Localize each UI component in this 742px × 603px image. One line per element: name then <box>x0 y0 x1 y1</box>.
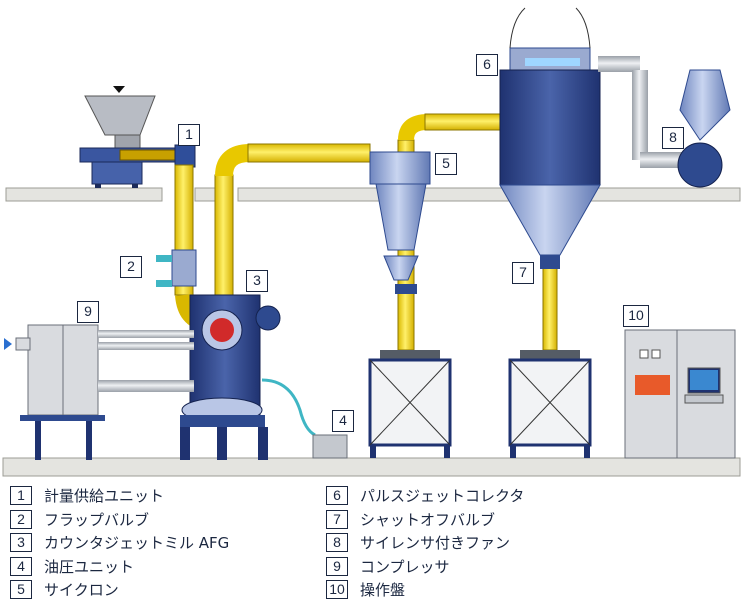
callout-8: 8 <box>662 127 684 149</box>
legend-right: 6 パルスジェットコレクタ 7 シャットオフバルブ 8 サイレンサ付きファン 9 コンプ… <box>326 484 656 602</box>
legend-item: 4 油圧ユニット <box>10 555 340 579</box>
legend-number: 1 <box>10 486 32 506</box>
legend-item: 9 コンプレッサ <box>326 555 656 579</box>
legend-label: 操作盤 <box>360 581 406 600</box>
legend-left: 1 計量供給ユニット 2 フラップバルブ 3 カウンタジェットミル AFG 4 油圧ユニ… <box>10 484 340 602</box>
counter-jet-mill <box>180 294 281 460</box>
legend-number: 10 <box>326 580 348 600</box>
legend-label: カウンタジェットミル AFG <box>44 534 230 553</box>
fan-with-silencer <box>598 56 731 188</box>
hydraulic-unit <box>312 434 348 459</box>
legend-item: 3 カウンタジェットミル AFG <box>10 531 340 555</box>
legend-item: 8 サイレンサ付きファン <box>326 531 656 555</box>
callout-5: 5 <box>435 153 457 175</box>
legend-number: 6 <box>326 486 348 506</box>
legend-label: パルスジェットコレクタ <box>360 487 525 506</box>
product-bin-left <box>368 350 452 458</box>
legend-item: 6 パルスジェットコレクタ <box>326 484 656 508</box>
legend-item: 2 フラップバルブ <box>10 508 340 532</box>
callout-10: 10 <box>623 305 649 327</box>
flap-valve <box>156 249 197 287</box>
callout-7: 7 <box>512 262 534 284</box>
compressor <box>4 324 105 460</box>
pulse-jet-collector <box>499 7 601 269</box>
dosing-feeder-unit <box>79 86 196 188</box>
callout-3: 3 <box>246 270 268 292</box>
legend-number: 3 <box>10 533 32 553</box>
callout-2: 2 <box>120 256 142 278</box>
grey-air-pipes <box>98 330 316 437</box>
control-panel <box>624 329 736 459</box>
legend-label: フラップバルブ <box>44 510 150 529</box>
legend-item: 1 計量供給ユニット <box>10 484 340 508</box>
legend-item: 10 操作盤 <box>326 578 656 602</box>
callout-9: 9 <box>77 301 99 323</box>
legend-item: 5 サイクロン <box>10 578 340 602</box>
upper-floor <box>5 187 741 202</box>
legend-label: サイクロン <box>44 581 119 600</box>
callout-4: 4 <box>332 410 354 432</box>
legend-label: 計量供給ユニット <box>44 487 165 506</box>
callout-1: 1 <box>178 124 200 146</box>
legend-item: 7 シャットオフバルブ <box>326 508 656 532</box>
legend-label: サイレンサ付きファン <box>360 534 511 553</box>
process-diagram: 1 2 3 4 5 6 7 8 9 10 <box>2 7 741 477</box>
product-bin-right <box>508 350 592 458</box>
ground-floor <box>2 457 741 477</box>
legend-number: 7 <box>326 509 348 529</box>
legend-label: 油圧ユニット <box>44 557 135 576</box>
legend-number: 2 <box>10 509 32 529</box>
legend-label: コンプレッサ <box>360 557 450 576</box>
cyclone <box>369 151 431 294</box>
legend-number: 8 <box>326 533 348 553</box>
legend-label: シャットオフバルブ <box>360 510 496 529</box>
legend-number: 4 <box>10 556 32 576</box>
callout-6: 6 <box>476 54 498 76</box>
legend-number: 5 <box>10 580 32 600</box>
legend-number: 9 <box>326 556 348 576</box>
